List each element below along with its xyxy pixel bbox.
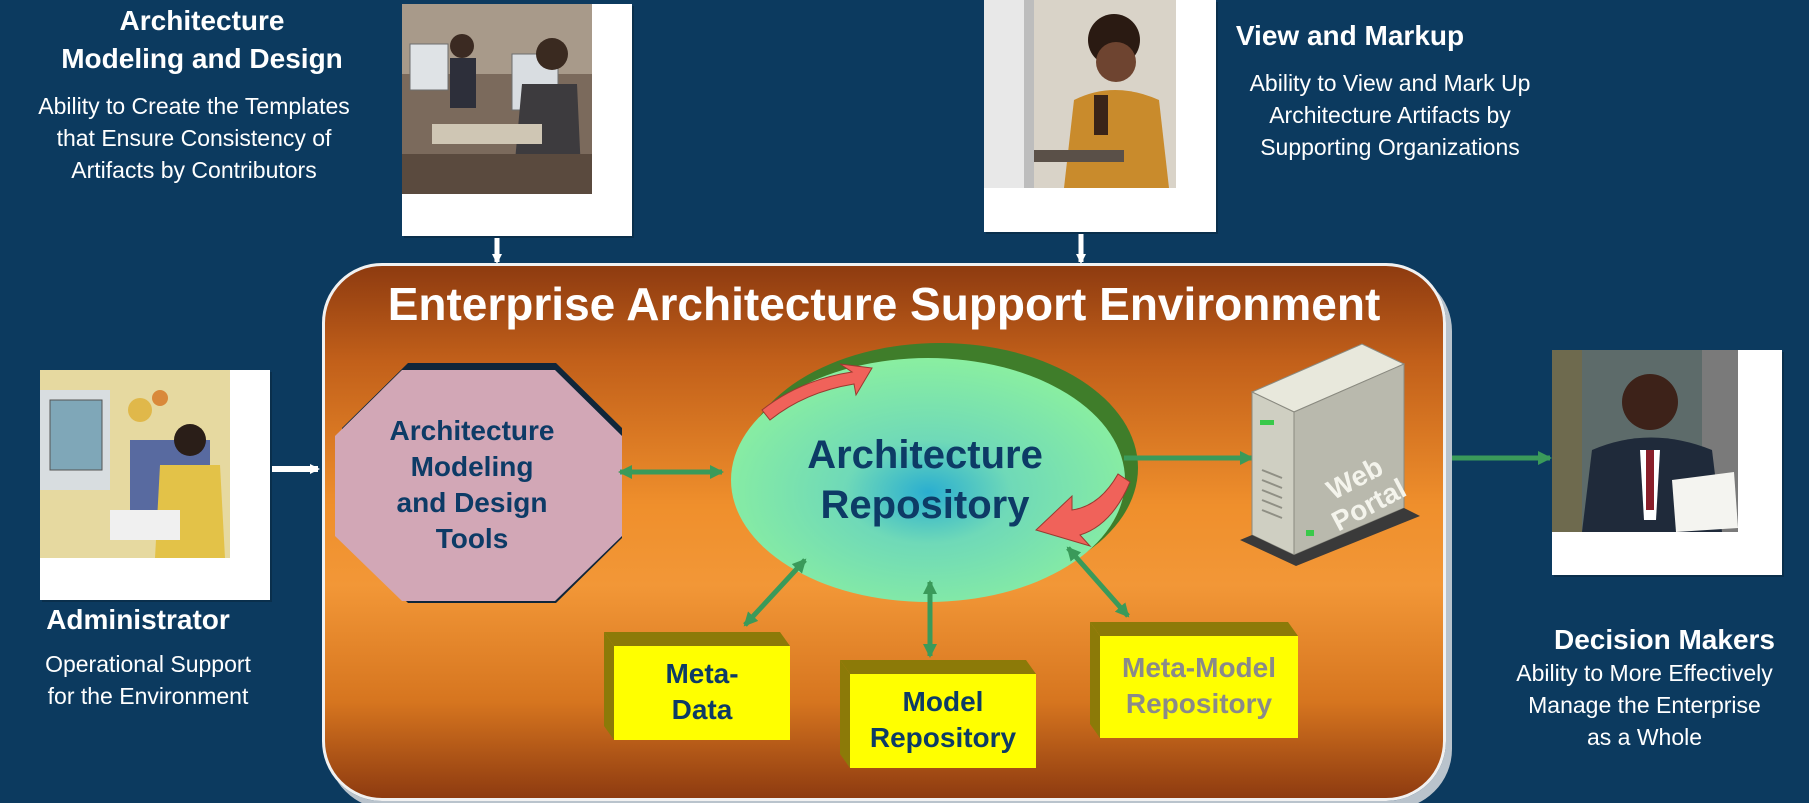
meta-data-box: Meta- Data [604,632,794,740]
administrator-title: Administrator [46,604,230,635]
meta-model-repository-label: Meta-Model Repository [1122,652,1276,719]
server-vents [1261,469,1283,519]
photo-decision-maker [1552,350,1782,575]
administrator-description: Operational Support for the Environment [45,651,251,709]
server-led [1260,420,1274,425]
model-repository-label: Model Repository [869,686,1017,753]
server-base [1240,508,1420,566]
cycle-arrow-bottom [1035,473,1131,547]
top-right-title: View and Markup [1235,20,1465,51]
meta-data-label: Meta- Data [665,658,739,725]
meta-model-repository-box: Meta-Model Repository [1090,622,1302,738]
photo-administrator [40,370,270,600]
model-repository-box: Model Repository [840,660,1040,768]
photo-designers-at-computers [402,4,632,236]
cycle-arrow-top [761,363,873,421]
decision-makers-description: Ability to More Effectively Manage the E… [1516,660,1773,750]
top-right-description: Ability to View and Mark Up Architecture… [1249,70,1531,160]
tools-label: Architecture Modeling and Design Tools [389,415,555,554]
top-left-title: Architecture Modeling and Design [61,5,343,74]
photo-woman-on-phone [984,0,1216,232]
repository-label: Architecture Repository [807,433,1043,527]
environment-title: Enterprise Architecture Support Environm… [387,278,1381,330]
arrow-repository-metadata [743,558,807,627]
tools-octagon [335,370,622,601]
decision-makers-title: Decision Makers [1554,624,1775,655]
arrow-repository-metamodel [1066,546,1130,618]
repository-ellipse [731,358,1125,602]
top-left-description: Ability to Create the Templates that Ens… [38,93,350,183]
